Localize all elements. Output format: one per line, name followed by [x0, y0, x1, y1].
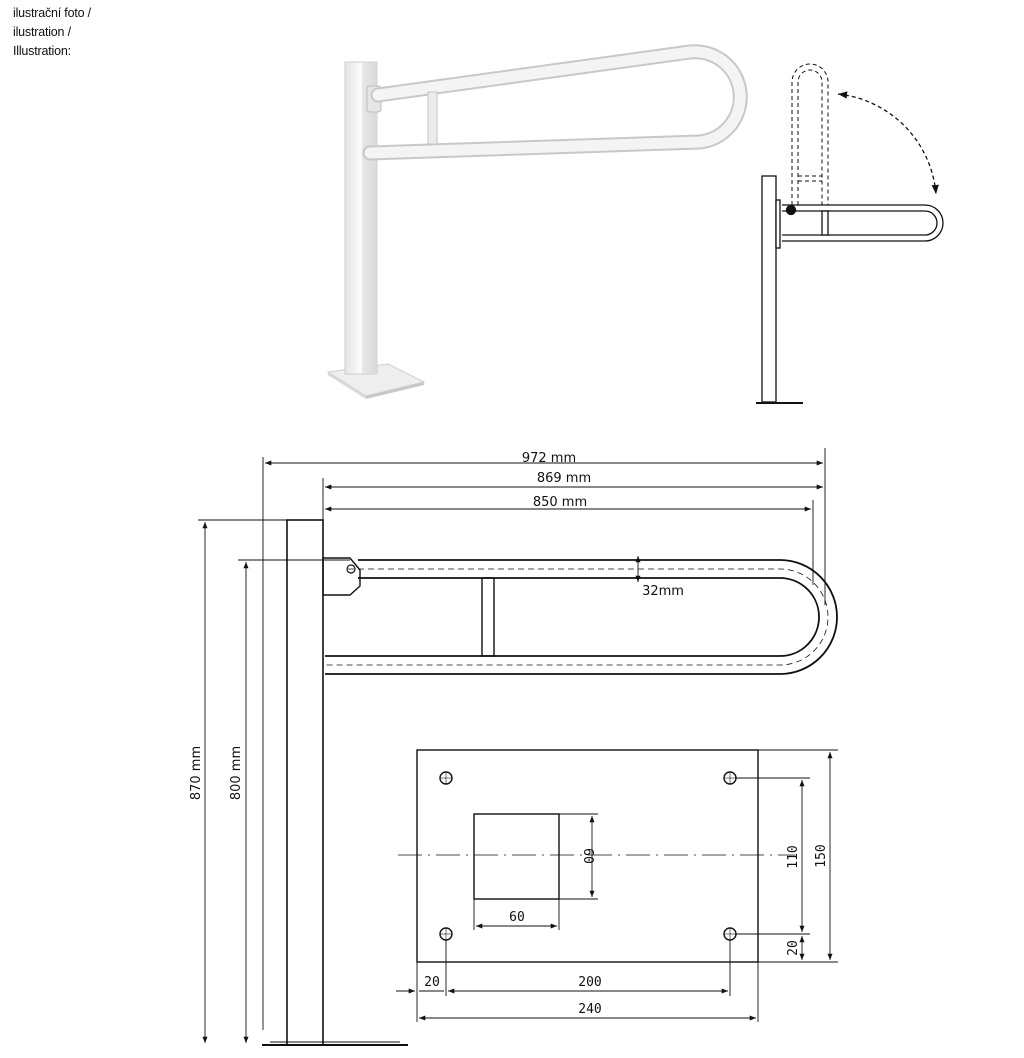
drawing-post: [286, 519, 324, 1046]
plate-square-cutout: [473, 813, 560, 900]
product-render: [326, 44, 748, 399]
dim-800: 800 mm: [229, 746, 244, 800]
dim-150: 150: [814, 844, 829, 867]
dim-32mm: 32mm: [642, 584, 684, 599]
plate-outline: [416, 749, 759, 963]
dim-869: 869 mm: [537, 471, 591, 486]
dim-60-horizontal: 60: [509, 910, 525, 925]
dimension-lines: [198, 448, 826, 1043]
illustration-caption: ilustrační foto / ilustration / Illustra…: [13, 4, 91, 61]
dim-20-horizontal: 20: [424, 975, 440, 990]
dim-60-vertical: 60: [580, 848, 595, 864]
dim-870: 870 mm: [189, 746, 204, 800]
base-plate-drawing: [398, 749, 795, 963]
front-elevation-drawing: [262, 519, 838, 1046]
dim-850: 850 mm: [533, 495, 587, 510]
dim-240: 240: [578, 1002, 601, 1017]
caption-line-1: ilustrační foto /: [13, 6, 91, 20]
dim-20-vertical: 20: [786, 940, 801, 956]
drawing-grab-bar: [325, 559, 838, 675]
caption-line-3: Illustration:: [13, 44, 71, 58]
caption-line-2: ilustration /: [13, 25, 71, 39]
base-plate-dimensions: [396, 749, 838, 1022]
dim-200: 200: [578, 975, 601, 990]
drawing-bracket: [322, 557, 361, 596]
side-view-diagram: [756, 63, 944, 404]
dim-110: 110: [786, 845, 801, 868]
dim-972: 972 mm: [522, 451, 576, 466]
